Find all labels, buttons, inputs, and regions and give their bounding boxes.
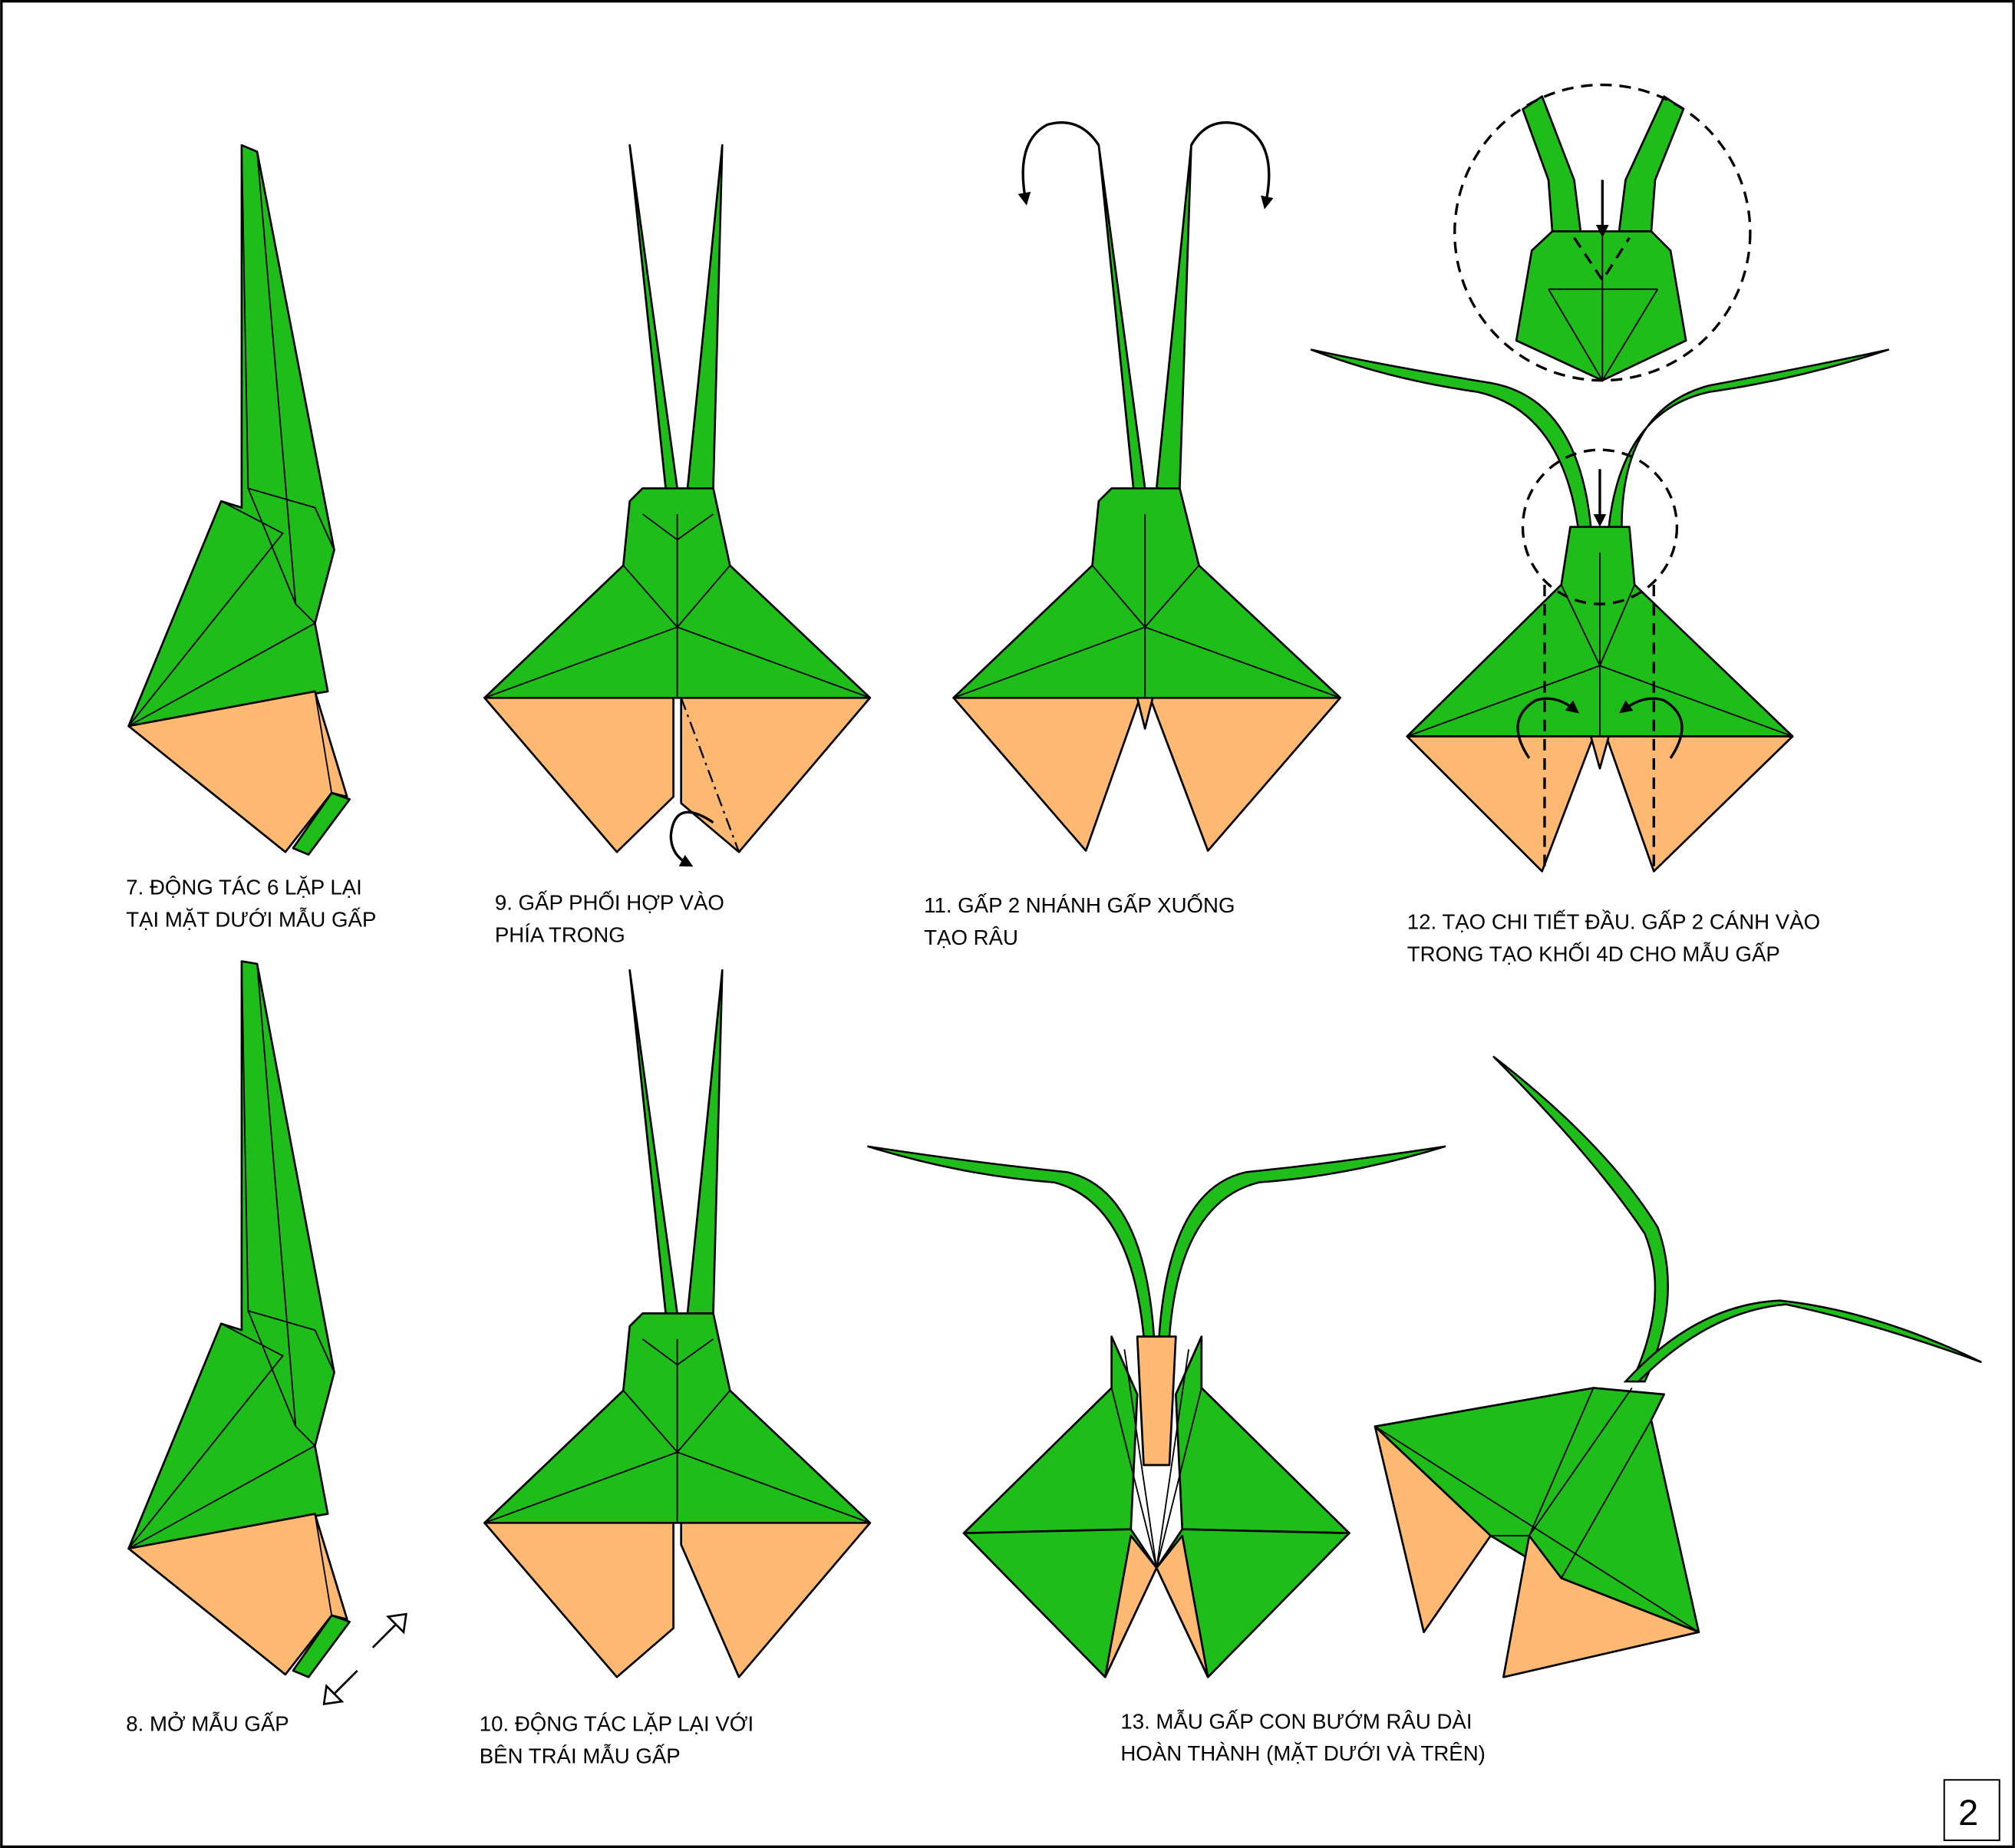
step-8-diagram — [127, 960, 351, 1678]
step-8-caption-line1: 8. MỞ MẪU GẤP — [126, 1711, 289, 1736]
step-11-caption-line1: 11. GẤP 2 NHÁNH GẤP XUỐNG — [924, 893, 1235, 917]
unfold-arrows-icon — [322, 1612, 407, 1706]
step-7-caption-line2: TẠI MẶT DƯỚI MẪU GẤP — [126, 907, 376, 931]
step-7-diagram — [127, 144, 351, 856]
step-7-caption-line1: 7. ĐỘNG TÁC 6 LẶP LẠI — [126, 875, 362, 899]
step-12-caption-line2: TRONG TẠO KHỐI 4D CHO MẪU GẤP — [1407, 942, 1780, 966]
step-13-front-view — [867, 1145, 1446, 1678]
step-9-caption-line2: PHÍA TRONG — [495, 922, 625, 946]
step-11-caption-line2: TẠO RÂU — [924, 926, 1018, 949]
step-10-diagram — [483, 969, 872, 1678]
step-13-caption-line2: HOÀN THÀNH (MẶT DƯỚI VÀ TRÊN) — [1120, 1741, 1486, 1765]
step-9-caption-line1: 9. GẤP PHỐI HỢP VÀO — [495, 890, 724, 915]
step-12-diagram — [1310, 83, 1890, 873]
step-9-diagram — [483, 144, 872, 867]
page-number-box — [1943, 1779, 2000, 1841]
step-10-caption-line2: BÊN TRÁI MẪU GẤP — [480, 1744, 681, 1767]
step-13-side-view — [1374, 1055, 1982, 1678]
head-detail-zoom — [1453, 83, 1752, 382]
step-12-caption-line1: 12. TẠO CHI TIẾT ĐẦU. GẤP 2 CÁNH VÀO — [1407, 910, 1820, 934]
step-10-caption-line1: 10. ĐỘNG TÁC LẶP LẠI VỚI — [480, 1712, 754, 1736]
step-11-diagram — [952, 121, 1342, 852]
step-13-caption-line1: 13. MẪU GẤP CON BƯỚM RÂU DÀI — [1120, 1709, 1472, 1733]
page-number: 2 — [1958, 1793, 1978, 1833]
